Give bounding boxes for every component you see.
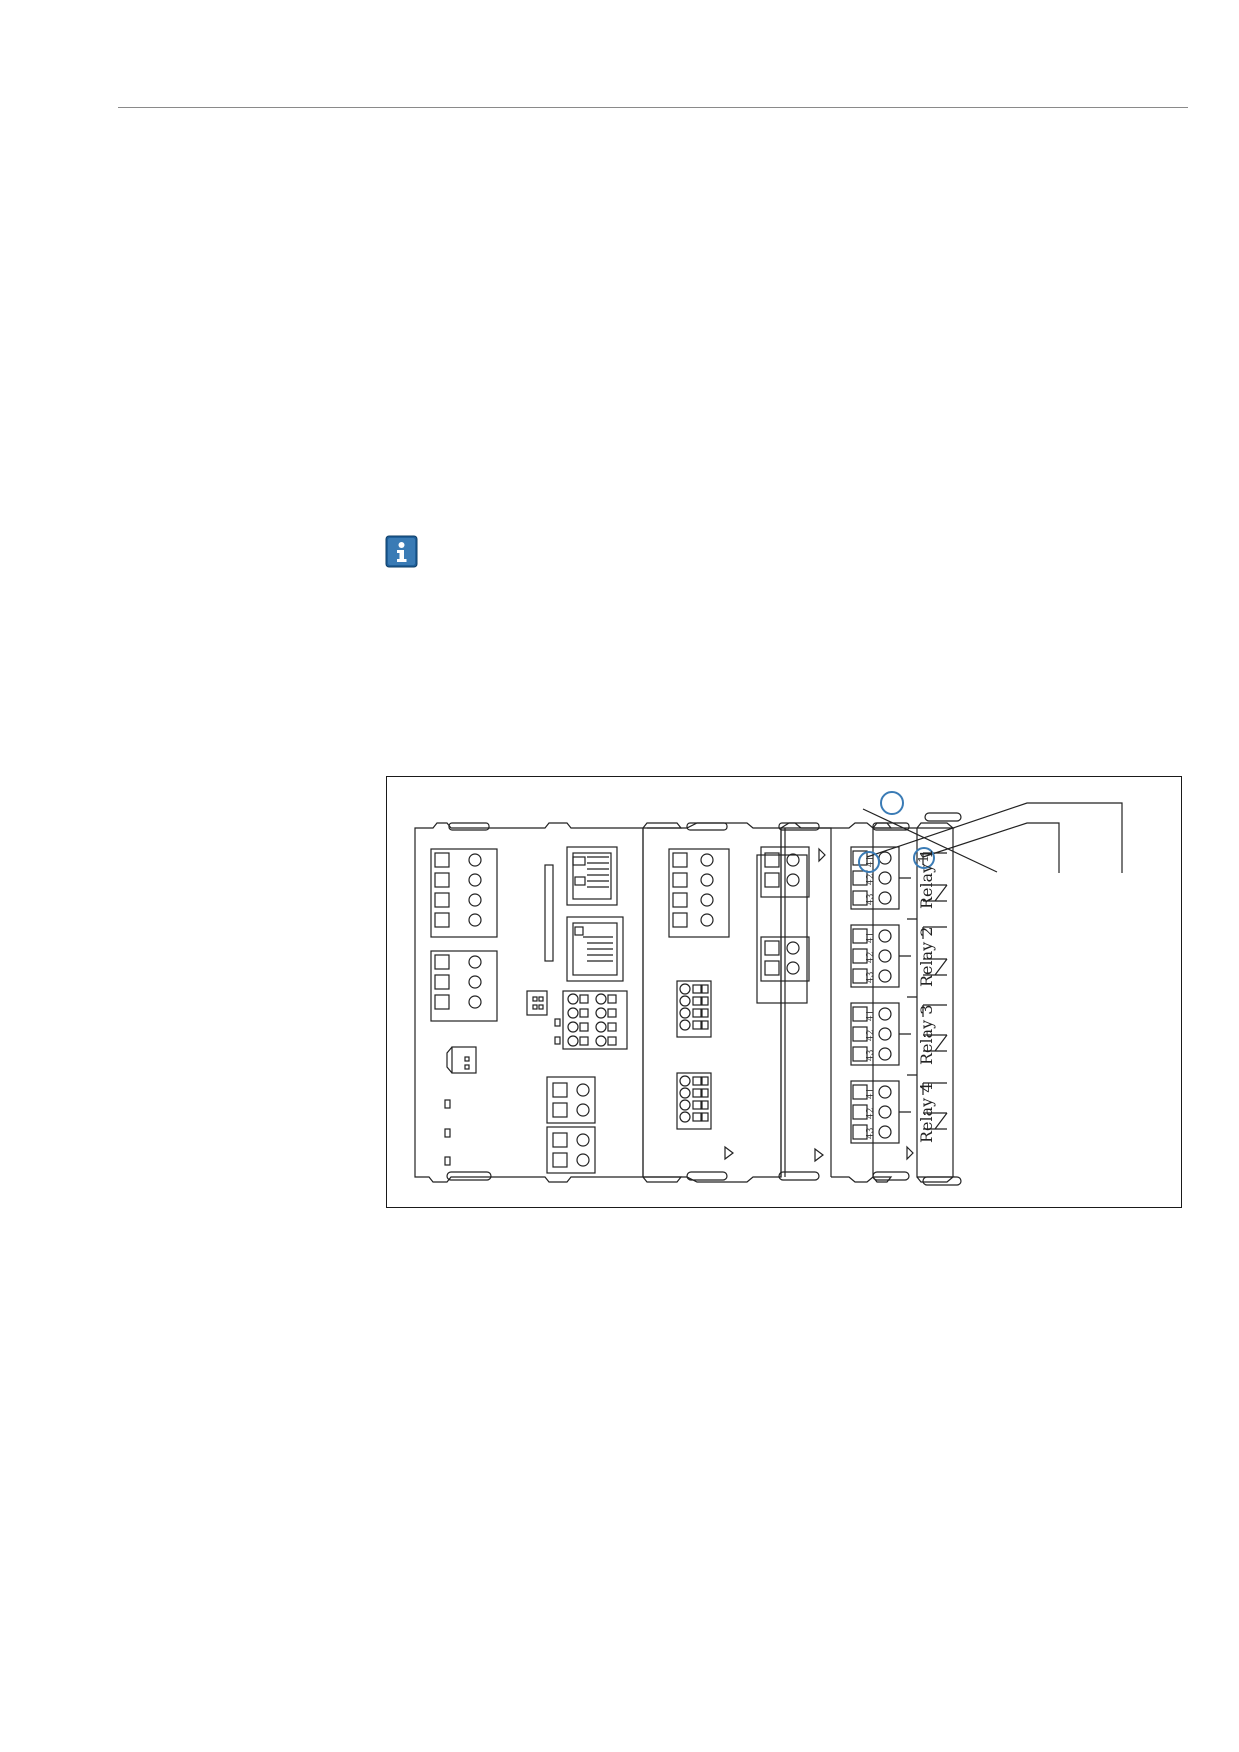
relay-label-2: Relay 2 bbox=[917, 927, 936, 987]
relay1-pin-41: 41 bbox=[866, 856, 876, 867]
relay2-pin-43: 43 bbox=[866, 971, 876, 983]
relay4-pin-41: 41 bbox=[866, 1088, 876, 1099]
relay-label-3: Relay 3 bbox=[917, 1005, 936, 1065]
relay2-pin-42: 42 bbox=[866, 952, 876, 963]
relay1-pin-43: 43 bbox=[866, 893, 876, 905]
relay3-pin-41: 41 bbox=[866, 1010, 876, 1021]
relay3-pin-43: 43 bbox=[866, 1049, 876, 1061]
info-icon bbox=[385, 535, 418, 568]
diagram-svg bbox=[414, 791, 1123, 1186]
relay4-pin-43: 43 bbox=[866, 1127, 876, 1139]
relay1-pin-42: 42 bbox=[866, 874, 876, 885]
relay3-pin-42: 42 bbox=[866, 1030, 876, 1041]
relay4-pin-42: 42 bbox=[866, 1108, 876, 1119]
relay2-pin-41: 41 bbox=[866, 932, 876, 943]
relay-label-4: Relay 4 bbox=[917, 1083, 936, 1143]
terminal-diagram: Relay 1 Relay 2 Relay 3 Relay 4 41 42 43… bbox=[386, 776, 1182, 1208]
relay-label-1: Relay 1 bbox=[917, 849, 936, 909]
header-rule bbox=[118, 107, 1188, 108]
callout-1-label: 1 bbox=[917, 855, 932, 863]
